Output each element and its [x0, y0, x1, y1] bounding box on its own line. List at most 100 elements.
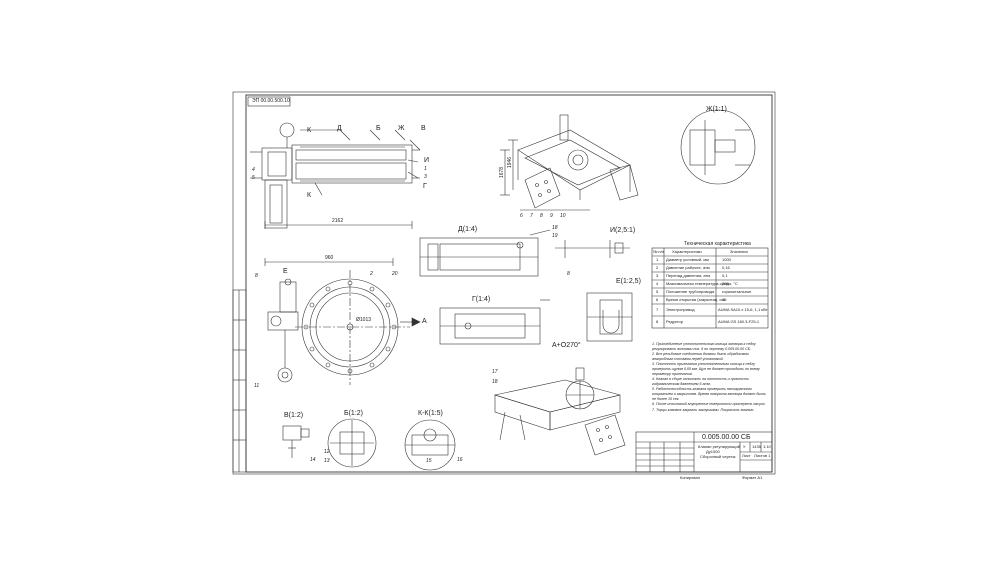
- front-view-num-11: 11: [254, 383, 260, 389]
- spec-row-char: Редуктор: [666, 319, 683, 324]
- scale-value: 1:10: [763, 444, 771, 449]
- note-item: 5. Работоспособность клапана проверить п…: [652, 387, 766, 401]
- spec-row-num: 2: [656, 265, 659, 270]
- main-view-letter-zh: Ж: [398, 125, 405, 132]
- main-view-letter-k-bottom: К: [307, 192, 312, 199]
- spec-row-num: 4: [656, 281, 659, 286]
- title-line-2: Ду1000: [706, 449, 720, 454]
- front-view-dim-diameter: Ø1013: [356, 317, 372, 323]
- spec-row-val: 15: [722, 297, 727, 302]
- main-view-letter-k-top: К: [307, 127, 312, 134]
- iso-bottom-title: А+О270°: [552, 342, 581, 349]
- note-item: 2. Все резьбовые соединения должны быть …: [652, 352, 750, 361]
- front-view-letter-e: Е: [283, 268, 288, 275]
- detail-d-num-19: 19: [552, 233, 558, 239]
- spec-table-grid: [651, 247, 769, 329]
- sheet-label: Лист: [742, 453, 751, 458]
- main-view-num-5: 5: [252, 175, 255, 181]
- format-label: Формат А1: [742, 475, 763, 480]
- spec-row-char: Давление рабочее, атм: [666, 265, 710, 270]
- detail-kk-view: [404, 419, 456, 471]
- spec-table-header-num: № п/п: [653, 249, 664, 254]
- detail-e-title: Е(1:2,5): [616, 278, 641, 285]
- inner-frame: [245, 94, 773, 473]
- spec-row-val: 200: [722, 281, 729, 286]
- detail-d-view: [419, 229, 551, 277]
- main-view-letter-i: И: [424, 157, 430, 164]
- detail-b-view: [327, 418, 377, 468]
- iso-top-num-9: 9: [550, 213, 553, 219]
- spec-row-val: AUMA SA10.x 15-6, 1,1 кВт: [718, 307, 768, 312]
- main-view-letter-d: Д: [337, 125, 342, 132]
- stamp-code: ЭП 00.00.500.10: [252, 98, 290, 104]
- detail-v-view: [282, 425, 310, 458]
- spec-row-num: 6: [656, 297, 659, 302]
- iso-top-num-7: 7: [530, 213, 533, 219]
- spec-row-val: AUMA GS 160.3-F25-1: [718, 319, 760, 324]
- spec-row-val: 0,16: [722, 265, 730, 270]
- spec-row-char: Максимальная температура среды, °С: [666, 281, 738, 286]
- main-view-letter-g: Г: [423, 183, 427, 190]
- note-item: 1. Присоединение уплотнительного кольца …: [652, 342, 756, 351]
- title-line-1: Клапан регулирующий: [698, 444, 740, 449]
- spec-row-char: Диаметр условный, мм: [666, 257, 709, 262]
- detail-d-title: Д(1:4): [458, 226, 478, 233]
- front-view: [264, 258, 421, 385]
- detail-v-title: В(1:2): [284, 412, 304, 419]
- spec-row-num: 8: [656, 319, 659, 324]
- stage-value: У: [743, 444, 746, 449]
- title-line-3: Сборочный чертеж: [700, 454, 736, 459]
- detail-i-title: И(2,5:1): [610, 227, 636, 234]
- iso-view-top: [500, 114, 639, 211]
- detail-d-num-18: 18: [552, 225, 558, 231]
- spec-row-val: горизонтальное: [722, 289, 752, 294]
- spec-row-val: 1000: [722, 257, 731, 262]
- main-view-letter-b: Б: [376, 125, 381, 132]
- outer-frame: [232, 91, 776, 475]
- main-view-num-3: 3: [424, 174, 427, 180]
- spec-row-num: 7: [656, 307, 659, 312]
- iso-top-num-6: 6: [520, 213, 523, 219]
- main-view: [250, 122, 421, 229]
- main-view-letter-v: В: [421, 125, 426, 132]
- note-item: 7. Торцы клапана закрыть заглушками. Пок…: [652, 407, 755, 412]
- note-item: 3. Плотность прилегания уплотнительного …: [652, 362, 760, 376]
- iso-view-bottom: [493, 367, 626, 456]
- iso-top-dim-2: 1946: [507, 156, 514, 169]
- spec-row-char: Положение трубопровода: [666, 289, 715, 294]
- detail-zh-title: Ж(1:1): [706, 106, 727, 113]
- spec-row-char: Электропривод: [666, 307, 695, 312]
- technical-notes: 1. Присоединение уплотнительного кольца …: [652, 342, 770, 413]
- detail-e-num-8: 8: [567, 271, 570, 277]
- spec-row-char: Время открытия (закрытия), сек: [666, 297, 726, 302]
- main-view-dim: 2162: [332, 218, 344, 224]
- spec-table-header-char: Характеристики: [672, 249, 702, 254]
- detail-e-view: [586, 292, 633, 342]
- main-view-num-4: 4: [252, 167, 255, 173]
- spec-table-header-val: Значения: [730, 249, 748, 254]
- detail-i-view: [555, 240, 630, 258]
- iso-top-dim-1: 1678: [499, 166, 506, 179]
- spec-row-num: 5: [656, 289, 659, 294]
- main-view-num-1: 1: [424, 166, 427, 172]
- detail-g-view: [439, 299, 550, 345]
- detail-b-num-12: 12: [324, 449, 330, 455]
- front-view-num-8: 8: [255, 273, 258, 279]
- iso-top-num-10: 10: [560, 213, 566, 219]
- detail-zh-view: [680, 109, 756, 185]
- detail-v-num-14: 14: [310, 457, 316, 463]
- left-margin-strip: [232, 289, 247, 473]
- front-view-num-20: 20: [392, 271, 398, 277]
- detail-kk-num-15: 15: [426, 458, 432, 464]
- note-item: 4. Клапан в сборе испытать на плотность …: [652, 377, 749, 386]
- iso-bottom-num-18: 18: [492, 379, 498, 385]
- spec-row-char: Перепад давления, атм: [666, 273, 711, 278]
- front-view-num-2: 2: [370, 271, 373, 277]
- detail-kk-title: К-К(1:5): [418, 410, 443, 417]
- spec-row-val: 0,1: [722, 273, 728, 278]
- iso-bottom-num-17: 17: [492, 369, 498, 375]
- detail-kk-num-16: 16: [457, 457, 463, 463]
- mass-value: 1435: [752, 444, 761, 449]
- spec-table-caption: Техническая характеристика: [684, 241, 751, 247]
